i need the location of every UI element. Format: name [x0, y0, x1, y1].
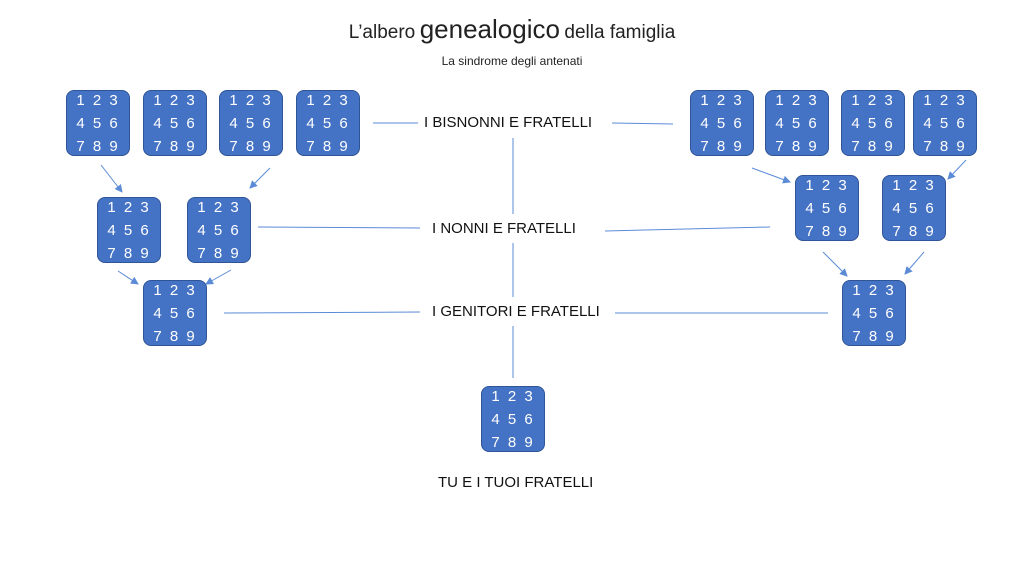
arrow	[904, 251, 925, 275]
level-line	[604, 226, 771, 232]
level-line	[611, 122, 674, 125]
level-line	[257, 226, 421, 229]
label-bisnonni: I BISNONNI E FRATELLI	[418, 114, 599, 131]
title-main: genealogico	[419, 14, 560, 44]
title-prefix: L’albero	[348, 22, 416, 43]
arrow	[751, 167, 791, 184]
arrow	[100, 164, 123, 193]
arrow	[249, 167, 271, 189]
page-title: L’albero genealogico della famiglia	[0, 14, 1024, 45]
arrow	[117, 270, 139, 285]
label-tu: TU E I TUOI FRATELLI	[432, 474, 600, 491]
arrow	[947, 159, 967, 180]
arrow	[822, 251, 848, 277]
label-genitori: I GENITORI E FRATELLI	[426, 303, 606, 320]
title-suffix: della famiglia	[564, 22, 676, 43]
level-line	[223, 311, 421, 314]
arrow	[205, 269, 232, 285]
subtitle: La sindrome degli antenati	[441, 54, 583, 68]
label-nonni: I NONNI E FRATELLI	[426, 220, 582, 237]
